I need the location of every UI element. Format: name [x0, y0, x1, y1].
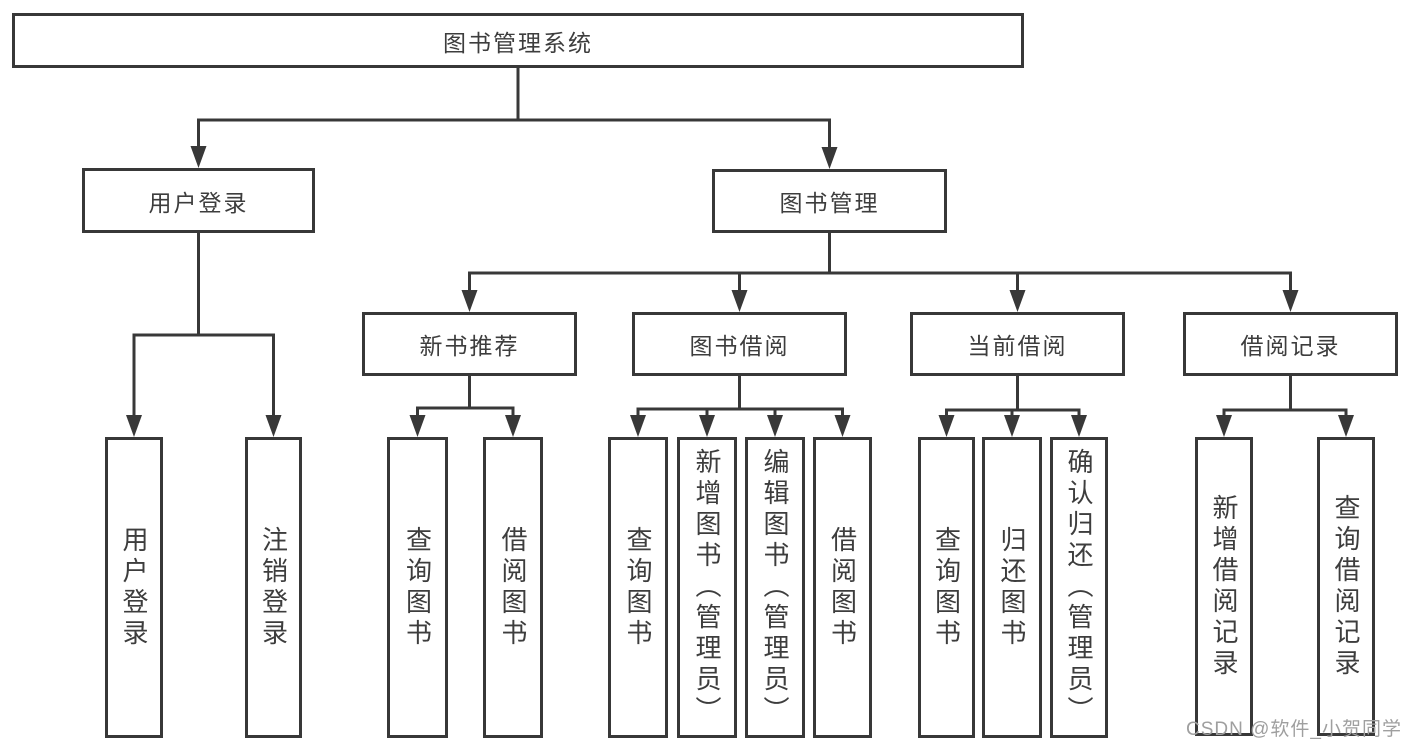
node-records: 借阅记录 [1183, 312, 1398, 376]
node-label: 归还图书 [997, 525, 1027, 650]
arrowhead-icon [731, 290, 748, 312]
arrowhead-icon [1216, 415, 1232, 437]
node-label: 查询图书 [931, 525, 962, 650]
arrowhead-icon [265, 415, 282, 437]
node-label: 查询借阅记录 [1331, 493, 1361, 680]
node-label: 借阅记录 [1240, 333, 1341, 359]
node-rec-query: 查询借阅记录 [1317, 437, 1375, 736]
node-label: 图书管理系统 [443, 29, 593, 56]
node-newbook: 新书推荐 [362, 312, 577, 376]
node-label: 新增图书（管理员） [692, 448, 722, 727]
arrowhead-icon [1071, 415, 1087, 437]
node-label: 新书推荐 [419, 333, 520, 359]
node-rec-add: 新增借阅记录 [1195, 437, 1253, 736]
watermark: CSDN @软件_小贺同学 [1186, 719, 1402, 740]
arrowhead-icon [767, 415, 783, 437]
node-label: 借阅图书 [827, 525, 858, 650]
node-bw-query: 查询图书 [608, 437, 668, 738]
node-borrow: 图书借阅 [632, 312, 847, 376]
node-bw-borrow: 借阅图书 [813, 437, 872, 738]
node-cur-query: 查询图书 [918, 437, 975, 738]
arrowhead-icon [190, 146, 207, 168]
node-login-col: 用户登录 [105, 437, 163, 738]
node-root: 图书管理系统 [12, 13, 1024, 68]
node-logout-col: 注销登录 [245, 437, 302, 738]
node-label: 新增借阅记录 [1209, 493, 1239, 680]
arrowhead-icon [1009, 290, 1026, 312]
node-bw-edit: 编辑图书（管理员） [745, 437, 805, 738]
node-label: 查询图书 [623, 525, 653, 650]
arrowhead-icon [1282, 290, 1299, 312]
node-label: 图书借阅 [689, 333, 790, 359]
arrowhead-icon [1004, 415, 1020, 437]
node-label: 借阅图书 [498, 525, 528, 650]
node-label: 注销登录 [258, 525, 289, 650]
arrowhead-icon [409, 415, 426, 437]
arrowhead-icon [461, 290, 478, 312]
node-login: 用户登录 [82, 168, 315, 233]
node-label: 查询图书 [402, 525, 433, 650]
node-nb-query: 查询图书 [387, 437, 448, 738]
arrowhead-icon [126, 415, 142, 437]
arrowhead-icon [1338, 415, 1354, 437]
node-label: 图书管理 [779, 190, 880, 216]
arrowhead-icon [821, 147, 838, 169]
node-label: 编辑图书（管理员） [760, 448, 790, 727]
node-mgmt: 图书管理 [712, 169, 947, 233]
node-nb-borrow: 借阅图书 [483, 437, 543, 738]
arrowhead-icon [505, 415, 521, 437]
node-label: 用户登录 [119, 525, 149, 650]
node-cur-confirm: 确认归还（管理员） [1050, 437, 1108, 738]
arrowhead-icon [630, 415, 646, 437]
node-label: 确认归还（管理员） [1064, 448, 1094, 727]
node-cur-return: 归还图书 [982, 437, 1042, 738]
arrowhead-icon [699, 415, 715, 437]
node-label: 用户登录 [148, 189, 249, 216]
arrowhead-icon [938, 415, 955, 437]
arrowhead-icon [834, 415, 851, 437]
node-label: 当前借阅 [967, 333, 1068, 359]
node-current: 当前借阅 [910, 312, 1125, 376]
node-bw-add: 新增图书（管理员） [677, 437, 737, 738]
